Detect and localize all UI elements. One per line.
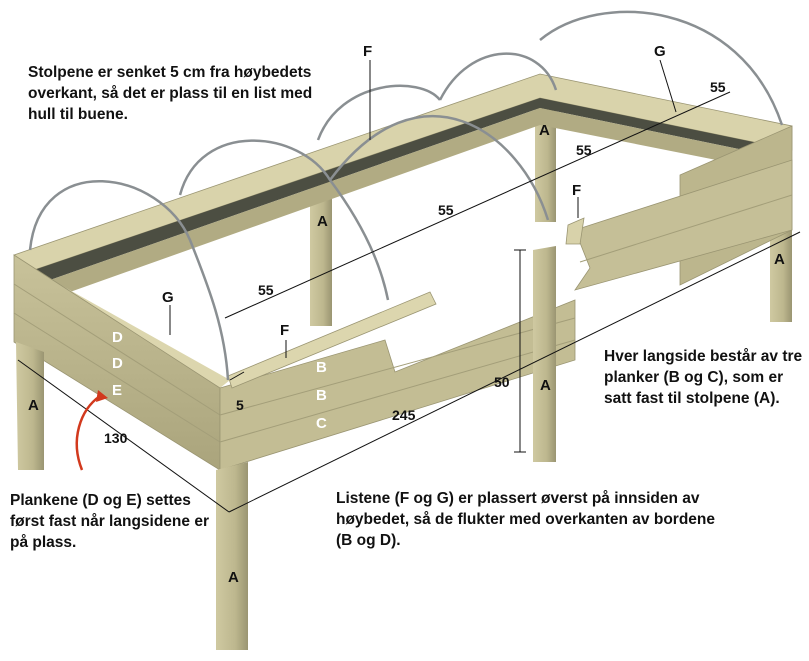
- strip-f-right: [565, 217, 585, 245]
- label-a-front-left: A: [28, 397, 39, 414]
- label-a-back-left: A: [317, 213, 328, 230]
- label-a-right: A: [774, 251, 785, 268]
- label-g-left: G: [162, 289, 174, 306]
- label-b-1: B: [316, 359, 327, 376]
- dim-55-3: 55: [576, 142, 592, 158]
- arch-1: [28, 180, 230, 381]
- label-a-front-middle: A: [540, 377, 551, 394]
- pointer-lines: [169, 59, 677, 358]
- label-d-1: D: [112, 329, 123, 346]
- post-front-middle: [533, 246, 556, 462]
- dimension-labels: 55 55 55 55 245 130 50 5: [104, 79, 726, 446]
- dim-height: 50: [494, 374, 510, 390]
- left-side-top: [14, 255, 230, 388]
- arch-2: [178, 139, 390, 301]
- dim-55-1: 55: [258, 282, 274, 298]
- arch-3b: [329, 115, 550, 221]
- pointer-arrow: [75, 394, 101, 471]
- label-a-back-middle: A: [539, 122, 550, 139]
- front-long-side: [219, 291, 576, 471]
- label-f-top: F: [363, 43, 372, 60]
- label-a-corner: A: [228, 569, 239, 586]
- label-g-back: G: [654, 43, 666, 60]
- label-c: C: [316, 415, 327, 432]
- dim-length: 245: [392, 407, 416, 423]
- note-planks-d-e: Plankene (D og E) settes først fast når …: [10, 492, 209, 551]
- arch-3: [316, 84, 441, 141]
- dimension-lines: [17, 91, 801, 513]
- label-e: E: [112, 382, 122, 399]
- label-b-2: B: [316, 387, 327, 404]
- note-long-side: Hver langside består av tre planker (B o…: [604, 348, 803, 407]
- label-f-front: F: [280, 322, 289, 339]
- label-d-2: D: [112, 355, 123, 372]
- arch-4: [438, 52, 558, 101]
- front-planks: [219, 299, 576, 471]
- arch-5: [539, 10, 784, 126]
- part-labels: A A A A A A B B C D D E F F F G G: [28, 43, 785, 586]
- pointer-arrowhead: [96, 390, 108, 402]
- note-strips-f-g: Listene (F og G) er plassert øverst på i…: [336, 490, 716, 549]
- arches: [28, 10, 784, 381]
- dim-inset: 5: [236, 397, 244, 413]
- front-right-planks: [574, 159, 793, 291]
- post-front-corner: [216, 462, 248, 650]
- dim-width: 130: [104, 430, 128, 446]
- label-f-right: F: [572, 182, 581, 199]
- front-right-section: [565, 159, 793, 291]
- dim-55-2: 55: [438, 202, 454, 218]
- dim-55-4: 55: [710, 79, 726, 95]
- strip-f-front: [227, 291, 437, 389]
- note-posts-lowered: Stolpene er senket 5 cm fra høybedets ov…: [28, 64, 313, 123]
